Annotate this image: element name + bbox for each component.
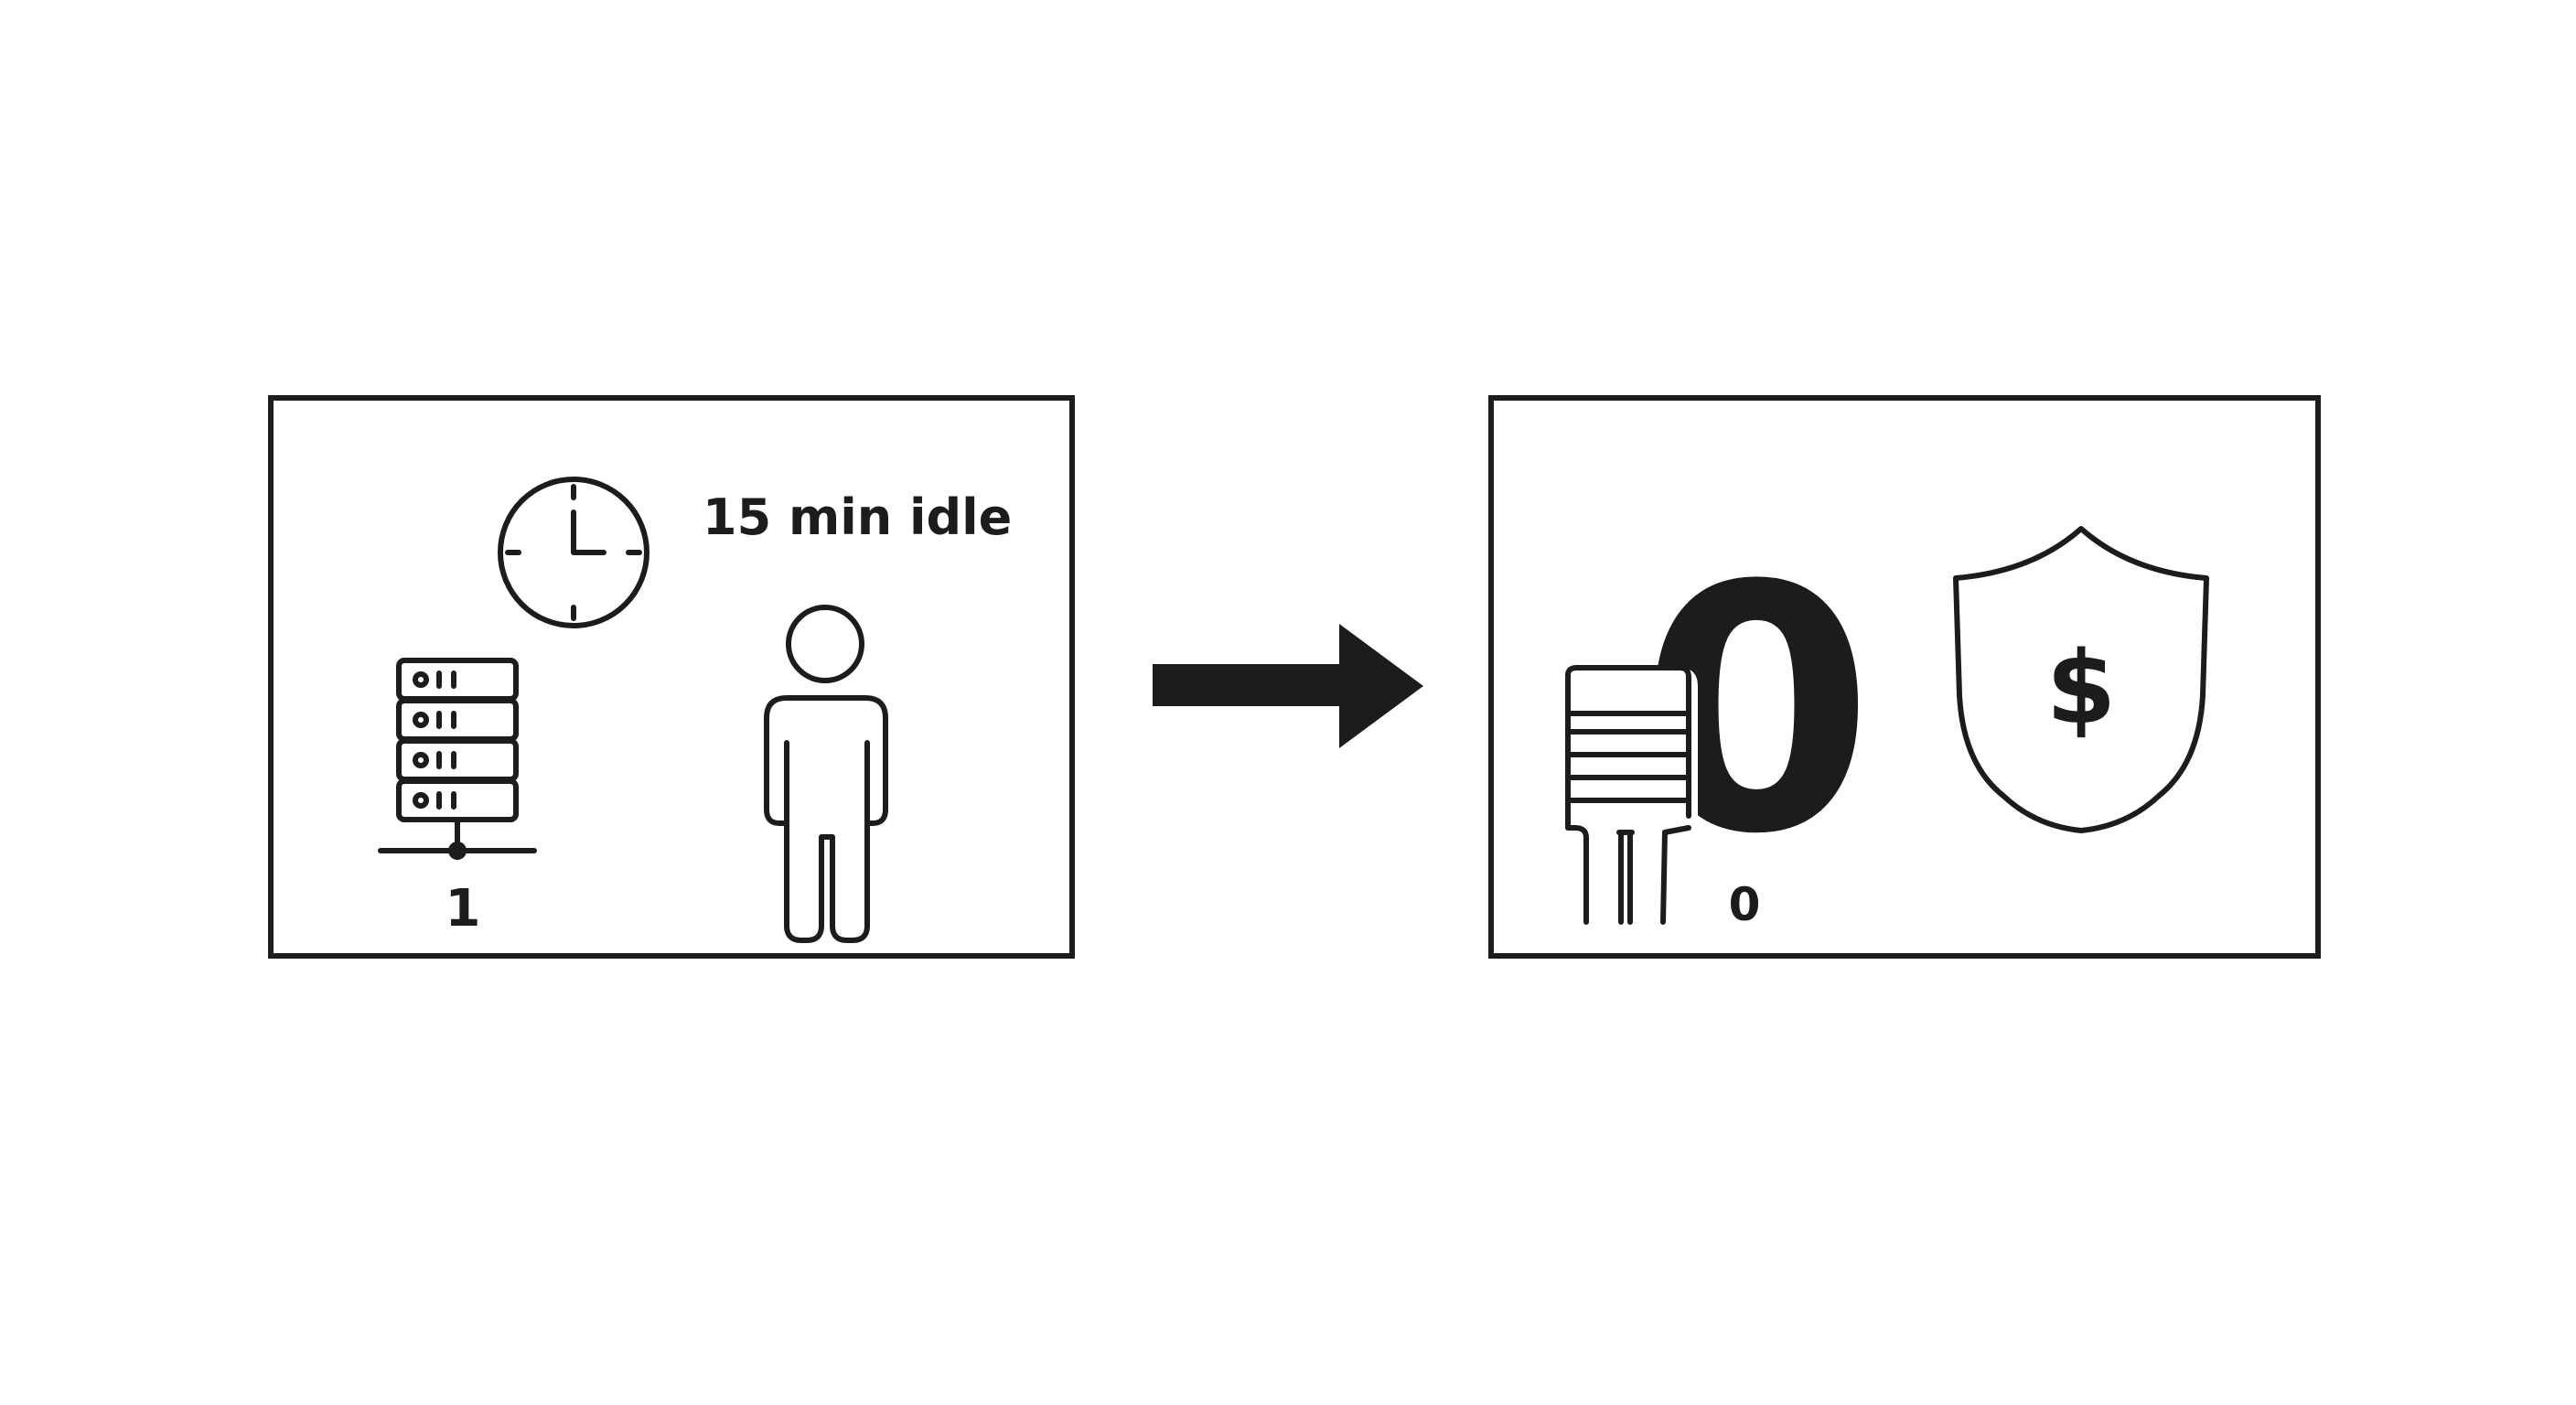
offline-server-icon [1565, 665, 1698, 925]
server-rack-icon [378, 658, 537, 860]
arrow-right-icon [1153, 624, 1423, 748]
idle-label: 15 min idle [703, 488, 1012, 546]
clock-icon [498, 477, 649, 628]
shield-dollar-icon: $ [1953, 526, 2209, 833]
after-panel: 0 0 $ [1488, 395, 2321, 959]
before-server-count: 1 [445, 879, 481, 938]
after-panel-frame [1488, 395, 2321, 959]
user-icon [764, 605, 888, 943]
after-server-count: 0 [1729, 878, 1761, 931]
dollar-sign: $ [2046, 629, 2117, 746]
before-panel: 15 min idle 1 [268, 395, 1075, 959]
before-panel-frame [268, 395, 1075, 959]
